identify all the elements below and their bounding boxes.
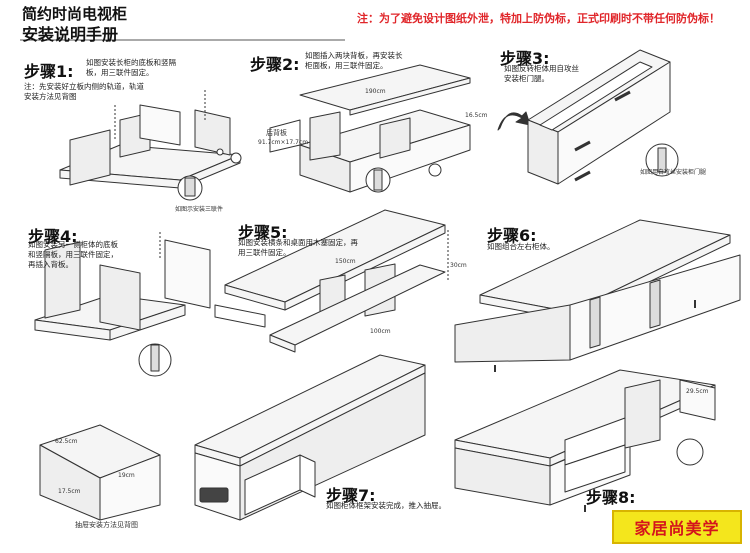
dim-150cm: 150cm xyxy=(335,258,356,265)
dim-16-5cm: 16.5cm xyxy=(465,112,488,119)
step1-label: 步骤1: xyxy=(24,62,74,81)
watermark-notice: 注：为了避免设计图纸外泄，特加上防伪标，正式印刷时不带任何防伪标！ xyxy=(357,12,720,25)
dim-19cm: 19cm xyxy=(118,472,135,479)
dim-190cm: 190cm xyxy=(365,88,386,95)
connector-note: 如图示安装三联件 xyxy=(175,206,224,213)
dim-62-5cm: 62.5cm xyxy=(55,438,78,445)
step2-illustration xyxy=(269,64,471,193)
step5-desc: 如图安装横条和桌面用木塞固定，再用三联件固定。 xyxy=(238,238,358,257)
manual-title: 简约时尚电视柜 xyxy=(22,5,128,23)
step5-label: 步骤5: xyxy=(238,223,288,242)
dim-30cm: 30cm xyxy=(450,262,467,269)
step8-label: 步骤8: xyxy=(586,488,636,507)
screw-note: 如图用自攻丝安装柜门腿 xyxy=(640,169,707,176)
step3-label: 步骤3: xyxy=(500,49,550,68)
step1-note: 注：先安装好立板内侧的轨道，轨道安装方法见背图 xyxy=(24,82,144,101)
step7-desc: 如图柜体框架安装完成，推入抽屉。 xyxy=(326,501,446,510)
step8-illustration xyxy=(454,369,716,512)
rear-panel-dim: 91.7cm×17.7cm xyxy=(258,139,309,146)
step4-desc: 如图安装另一侧柜体的底板和竖隔板，用三联件固定，再插入背板。 xyxy=(28,240,118,269)
step4-illustration xyxy=(34,232,211,377)
step4-label: 步骤4: xyxy=(28,227,78,246)
brand-text: 家居尚美学 xyxy=(634,519,720,538)
step2-desc: 如图插入两块背板，再安装长柜面板，用三联件固定。 xyxy=(305,51,403,70)
step1-illustration xyxy=(59,90,242,354)
rotate-arrow-icon xyxy=(497,111,531,131)
manual-subtitle: 安装说明手册 xyxy=(22,25,119,44)
step6-desc: 如图组合左右柜体。 xyxy=(487,242,555,251)
step6-label: 步骤6: xyxy=(487,226,537,245)
step5-illustration xyxy=(214,209,449,353)
dim-100cm: 100cm xyxy=(370,328,391,335)
step7-label: 步骤7: xyxy=(326,486,376,505)
drawer-note: 抽屉安装方法见背图 xyxy=(75,521,138,529)
step7-illustration xyxy=(39,354,426,521)
step1-desc: 如图安装长柜的底板和竖隔板，用三联件固定。 xyxy=(86,58,176,77)
step3-desc: 如图反转柜体用自攻丝安装柜门腿。 xyxy=(504,64,579,83)
dim-17-5cm: 17.5cm xyxy=(58,488,81,495)
brand-badge: 家居尚美学 xyxy=(612,510,742,544)
dim-29-5cm: 29.5cm xyxy=(686,388,709,395)
step3-illustration xyxy=(527,49,679,185)
step2-label: 步骤2: xyxy=(250,55,300,74)
step6-illustration xyxy=(454,219,741,372)
rear-panel-label: 后背板 xyxy=(266,129,287,137)
